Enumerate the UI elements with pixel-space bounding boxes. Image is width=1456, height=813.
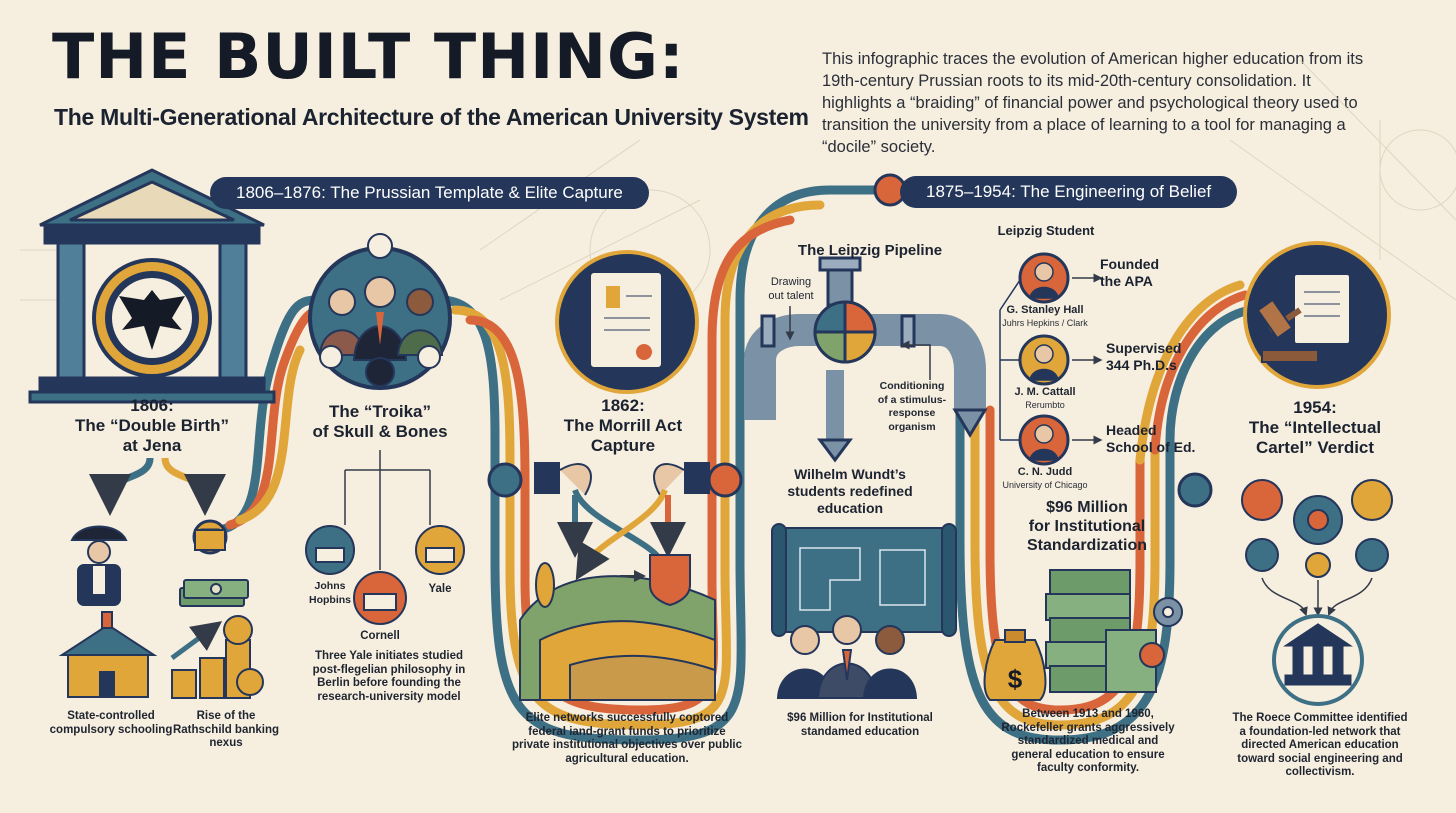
- bank-icon: [194, 529, 226, 551]
- farm-field-icon: [519, 554, 716, 701]
- schoolhouse-icon: [58, 611, 158, 698]
- page-subtitle: The Multi-Generational Architecture of t…: [54, 104, 809, 130]
- money-bag-icon: $: [983, 629, 1047, 701]
- napoleon-icon: [70, 525, 128, 606]
- student-role-cattell: Supervised 344 Ph.D.s: [1106, 340, 1182, 373]
- morrill-caption: Elite networks successfully coptored fed…: [511, 712, 743, 765]
- troika-icon: [308, 233, 452, 390]
- leipzig-caption: $96 Million for Institutional standamed …: [787, 712, 933, 738]
- student-name-hall: G. Stanley Hall: [1006, 304, 1084, 316]
- leipzig-pipeline-title: The Leipzig Pipeline: [797, 242, 943, 259]
- scroll-icon: [555, 250, 699, 394]
- student-affiliation-cattell: Rerumbto: [1025, 400, 1065, 410]
- temple-icon: [28, 168, 276, 404]
- cartel-caption: The Roece Committee identified a foundat…: [1232, 712, 1408, 778]
- handshake-icon: [534, 462, 710, 496]
- drawing-out-talent-label: Drawing out talent: [768, 276, 814, 302]
- leipzig-student-heading: Leipzig Student: [997, 223, 1095, 238]
- network-arrows: [1261, 577, 1373, 617]
- gear-icon: [1139, 597, 1183, 668]
- troika-caption: Three Yale initiates studied post-flegel…: [312, 650, 466, 703]
- wundt-label: Wilhelm Wundt’s students redefined educa…: [787, 466, 913, 516]
- money-stacks-icon: [1045, 569, 1157, 693]
- pipeline-arrows: [785, 306, 931, 380]
- money-icon: [179, 579, 249, 607]
- rockefeller-caption: Between 1913 and 1960, Rockefeller grant…: [1001, 708, 1175, 774]
- jena-title: 1806: The “Double Birth” at Jena: [75, 396, 229, 455]
- school-johns-hopkins: Johns Hopbins: [309, 580, 351, 606]
- student-arrows: [1072, 273, 1103, 445]
- era-banner-1806-1876: 1806–1876: The Prussian Template & Elite…: [210, 177, 649, 209]
- school-yale: Yale: [428, 583, 452, 595]
- student-role-judd: Headed School of Ed.: [1106, 422, 1196, 455]
- troika-arrows: [344, 450, 431, 570]
- gavel-icon: [1243, 241, 1391, 389]
- school-cornell: Cornell: [360, 630, 400, 642]
- capitol-icon: [1272, 614, 1364, 706]
- rockefeller-title: $96 Million for Institutional Standardiz…: [1026, 499, 1147, 554]
- svg-text:$: $: [1008, 664, 1023, 694]
- jena-right-caption: Rise of the Rathschild banking nexus: [172, 710, 280, 749]
- student-name-cattell: J. M. Cattall: [1014, 386, 1076, 398]
- morrill-title: 1862: The Morrill Act Capture: [563, 396, 683, 455]
- student-name-judd: C. N. Judd: [1017, 466, 1073, 478]
- page-title: THE BUILT THING:: [52, 20, 685, 93]
- cartel-title: 1954: The “Intellectual Cartel” Verdict: [1248, 398, 1382, 457]
- blueprint-icon: [771, 523, 957, 637]
- jena-split-arrows: [89, 457, 226, 516]
- conditioning-label: Conditioning of a stimulus- response org…: [877, 380, 947, 433]
- era-banner-1875-1954: 1875–1954: The Engineering of Belief: [900, 176, 1238, 208]
- network-icons: [1241, 479, 1393, 578]
- educators-group-icon: [776, 615, 918, 699]
- student-portraits: [999, 252, 1070, 466]
- intro-paragraph: This infographic traces the evolution of…: [822, 50, 1364, 156]
- student-affiliation-hall: Juhrs Hepkins / Clark: [1002, 318, 1088, 328]
- pipeline-icon: [744, 256, 988, 463]
- university-icons: [305, 525, 465, 625]
- jena-left-caption: State-controlled compulsory schooling: [49, 710, 173, 736]
- troika-title: The “Troika” of Skull & Bones: [312, 402, 448, 441]
- cross-arrows: [557, 488, 686, 581]
- student-affiliation-judd: University of Chicago: [1002, 480, 1088, 490]
- eagle-icon: [92, 258, 212, 378]
- coins-icon: [170, 615, 264, 699]
- student-role-hall: Founded the APA: [1100, 256, 1160, 289]
